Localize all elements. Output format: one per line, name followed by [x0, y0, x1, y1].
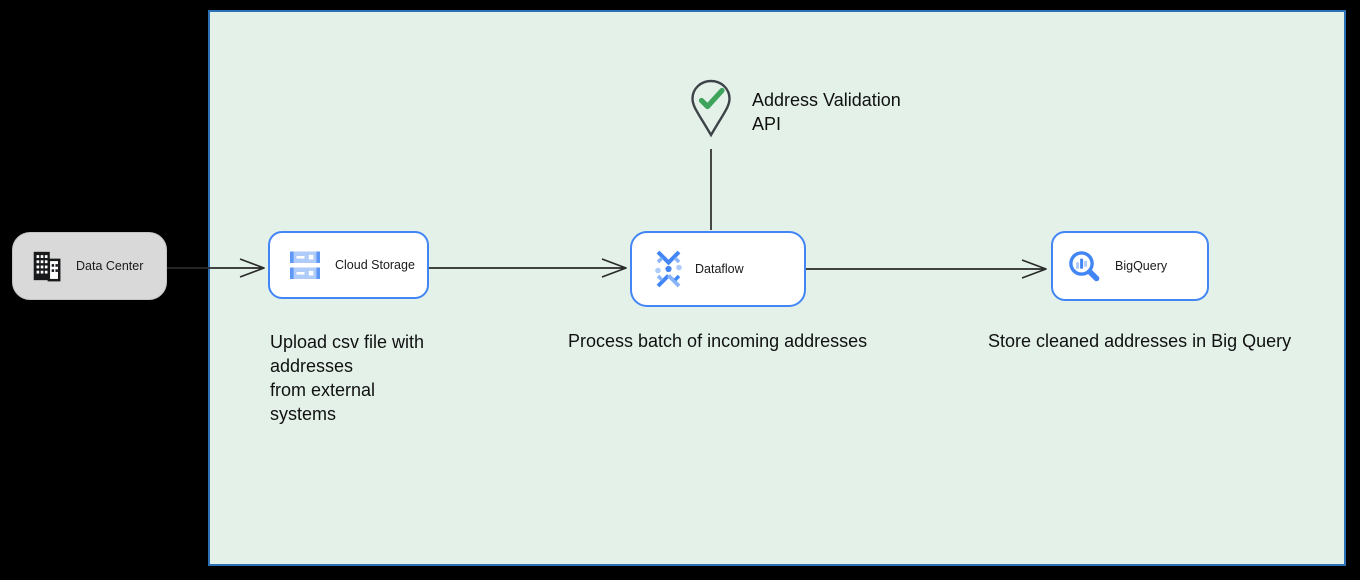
map-pin-check-icon	[691, 79, 731, 138]
office-building-icon	[33, 251, 61, 282]
node-label-cloud-storage: Cloud Storage	[335, 258, 415, 272]
address-validation-marker[interactable]	[689, 79, 733, 139]
dataflow-icon	[655, 250, 682, 288]
caption-upload-csv: Upload csv file with addresses from exte…	[270, 332, 425, 424]
node-label-bigquery: BigQuery	[1115, 259, 1168, 273]
node-bigquery[interactable]: BigQuery	[1051, 231, 1209, 301]
node-label-data-center: Data Center	[76, 259, 144, 273]
cloud-storage-icon	[290, 251, 320, 279]
node-label-dataflow: Dataflow	[695, 262, 744, 276]
address-validation-label: Address Validation API	[752, 90, 901, 134]
caption-process-batch: Process batch of incoming addresses	[568, 331, 868, 351]
node-dataflow[interactable]: Dataflow	[630, 231, 806, 307]
node-cloud-storage[interactable]: Cloud Storage	[268, 231, 429, 299]
node-data-center[interactable]: Data Center	[12, 232, 167, 300]
caption-store-cleaned: Store cleaned addresses in Big Query	[988, 331, 1292, 351]
bigquery-icon	[1069, 251, 1100, 282]
